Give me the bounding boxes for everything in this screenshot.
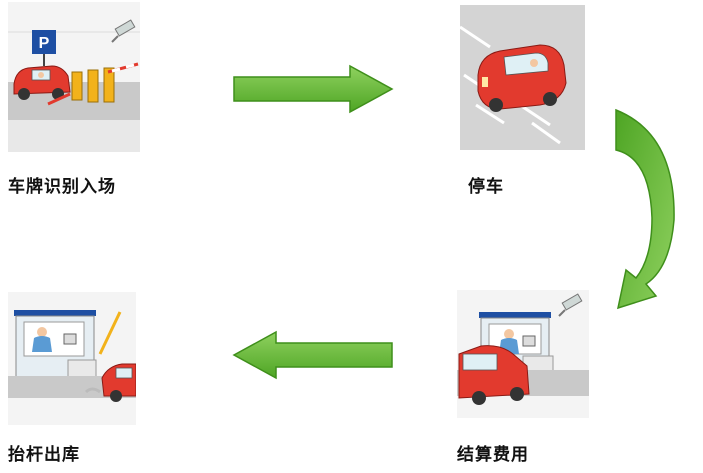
step-entry-illustration: P bbox=[8, 2, 140, 152]
parking-sign-text: P bbox=[39, 35, 50, 52]
exit-scene-image bbox=[8, 292, 136, 425]
parking-sign bbox=[32, 30, 56, 54]
payment-scene-image bbox=[457, 290, 589, 418]
step-payment-label: 结算费用 bbox=[457, 445, 529, 465]
parking-scene-image bbox=[460, 5, 585, 150]
arrow-right bbox=[233, 64, 394, 114]
camera-icon bbox=[111, 19, 136, 43]
arrow-left bbox=[232, 330, 393, 380]
step-parking-label: 停车 bbox=[468, 177, 504, 197]
car-icon bbox=[477, 44, 567, 112]
car-icon bbox=[84, 363, 136, 402]
car-icon bbox=[13, 65, 71, 100]
camera-icon bbox=[558, 293, 583, 317]
arrow-curved-down bbox=[615, 108, 675, 310]
entry-scene-image: P bbox=[8, 2, 140, 152]
car-icon bbox=[458, 345, 530, 405]
barrier-gate-icon bbox=[71, 62, 139, 103]
step-parking-illustration bbox=[460, 5, 585, 150]
step-entry-label: 车牌识别入场 bbox=[8, 177, 116, 197]
step-payment-illustration bbox=[457, 290, 589, 418]
step-exit-label: 抬杆出库 bbox=[8, 445, 80, 465]
step-exit-illustration bbox=[8, 292, 136, 425]
toll-booth-icon bbox=[14, 310, 97, 381]
barrier-arm-icon bbox=[98, 311, 122, 355]
